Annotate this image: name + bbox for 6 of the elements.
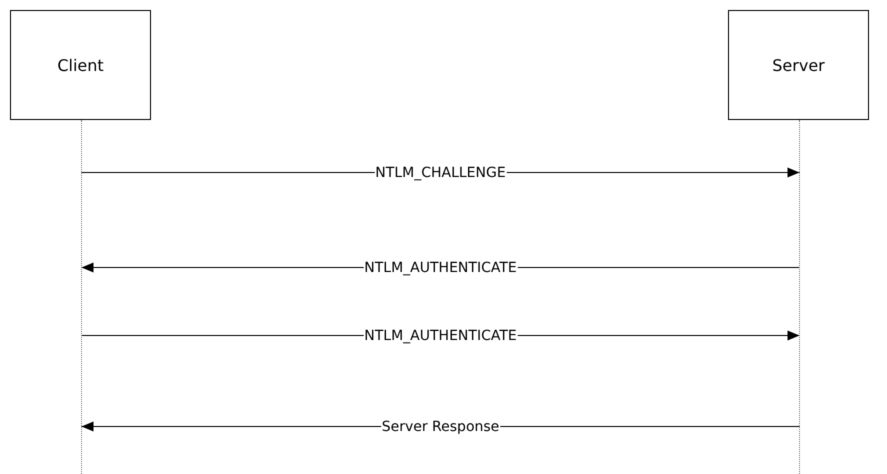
edge-label: Server Response: [380, 418, 500, 434]
edge-label: NTLM_CHALLENGE: [374, 164, 507, 180]
participant-box: Server: [728, 10, 869, 120]
edge-label: NTLM_AUTHENTICATE: [363, 328, 518, 344]
participant-box: Client: [10, 10, 151, 120]
edge-label: NTLM_AUTHENTICATE: [363, 260, 518, 276]
